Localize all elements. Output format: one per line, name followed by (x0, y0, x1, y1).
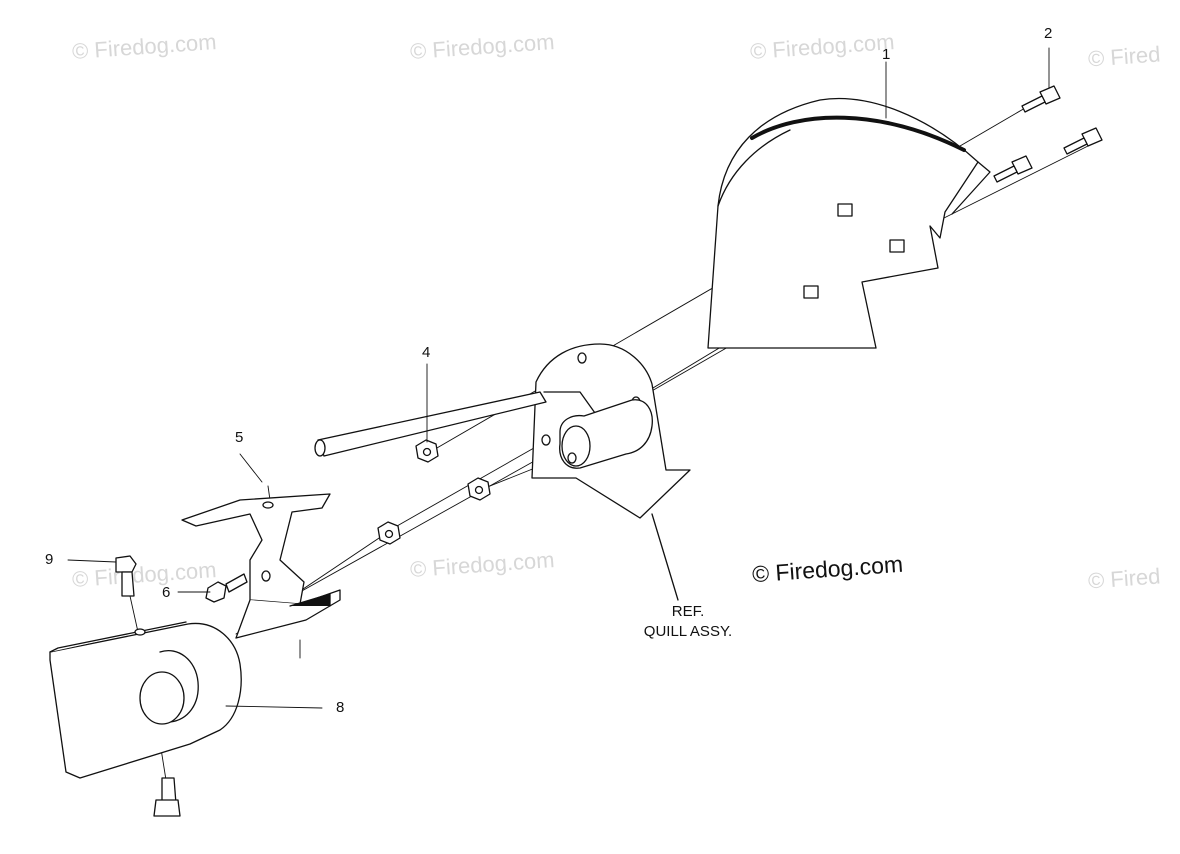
screw-part-6 (205, 573, 248, 603)
bolt-part-2 (1021, 85, 1061, 113)
leader-line (225, 705, 323, 709)
reference-line-2: QUILL ASSY. (643, 623, 733, 640)
callout-1: 1 (882, 46, 891, 63)
screw (153, 777, 181, 817)
assembly-line (129, 595, 139, 633)
shield-part-1 (707, 97, 991, 349)
nut-part-4 (415, 439, 439, 463)
slot (837, 203, 853, 217)
nut (467, 477, 491, 501)
assembly-line (939, 145, 1089, 221)
nut (377, 521, 401, 545)
callout-9: 9 (45, 551, 54, 568)
reference-line-1: REF. (671, 603, 705, 620)
bracket-part-5 (181, 493, 341, 639)
leader-lines (67, 47, 1050, 709)
screw-part-9 (115, 555, 137, 597)
quill-assembly (531, 343, 691, 601)
leader-line (239, 453, 263, 483)
leader-line (67, 559, 117, 563)
bolt (993, 155, 1033, 183)
bolt (1063, 127, 1103, 155)
reference-label: REF. QUILL ASSY. (608, 602, 768, 642)
housing-part-8 (49, 621, 242, 779)
drive-tube (314, 391, 547, 457)
callout-5: 5 (235, 429, 244, 446)
callout-6: 6 (162, 584, 171, 601)
slot (803, 285, 819, 299)
callout-4: 4 (422, 344, 431, 361)
callout-8: 8 (336, 699, 345, 716)
callout-2: 2 (1044, 25, 1053, 42)
slot (889, 239, 905, 253)
